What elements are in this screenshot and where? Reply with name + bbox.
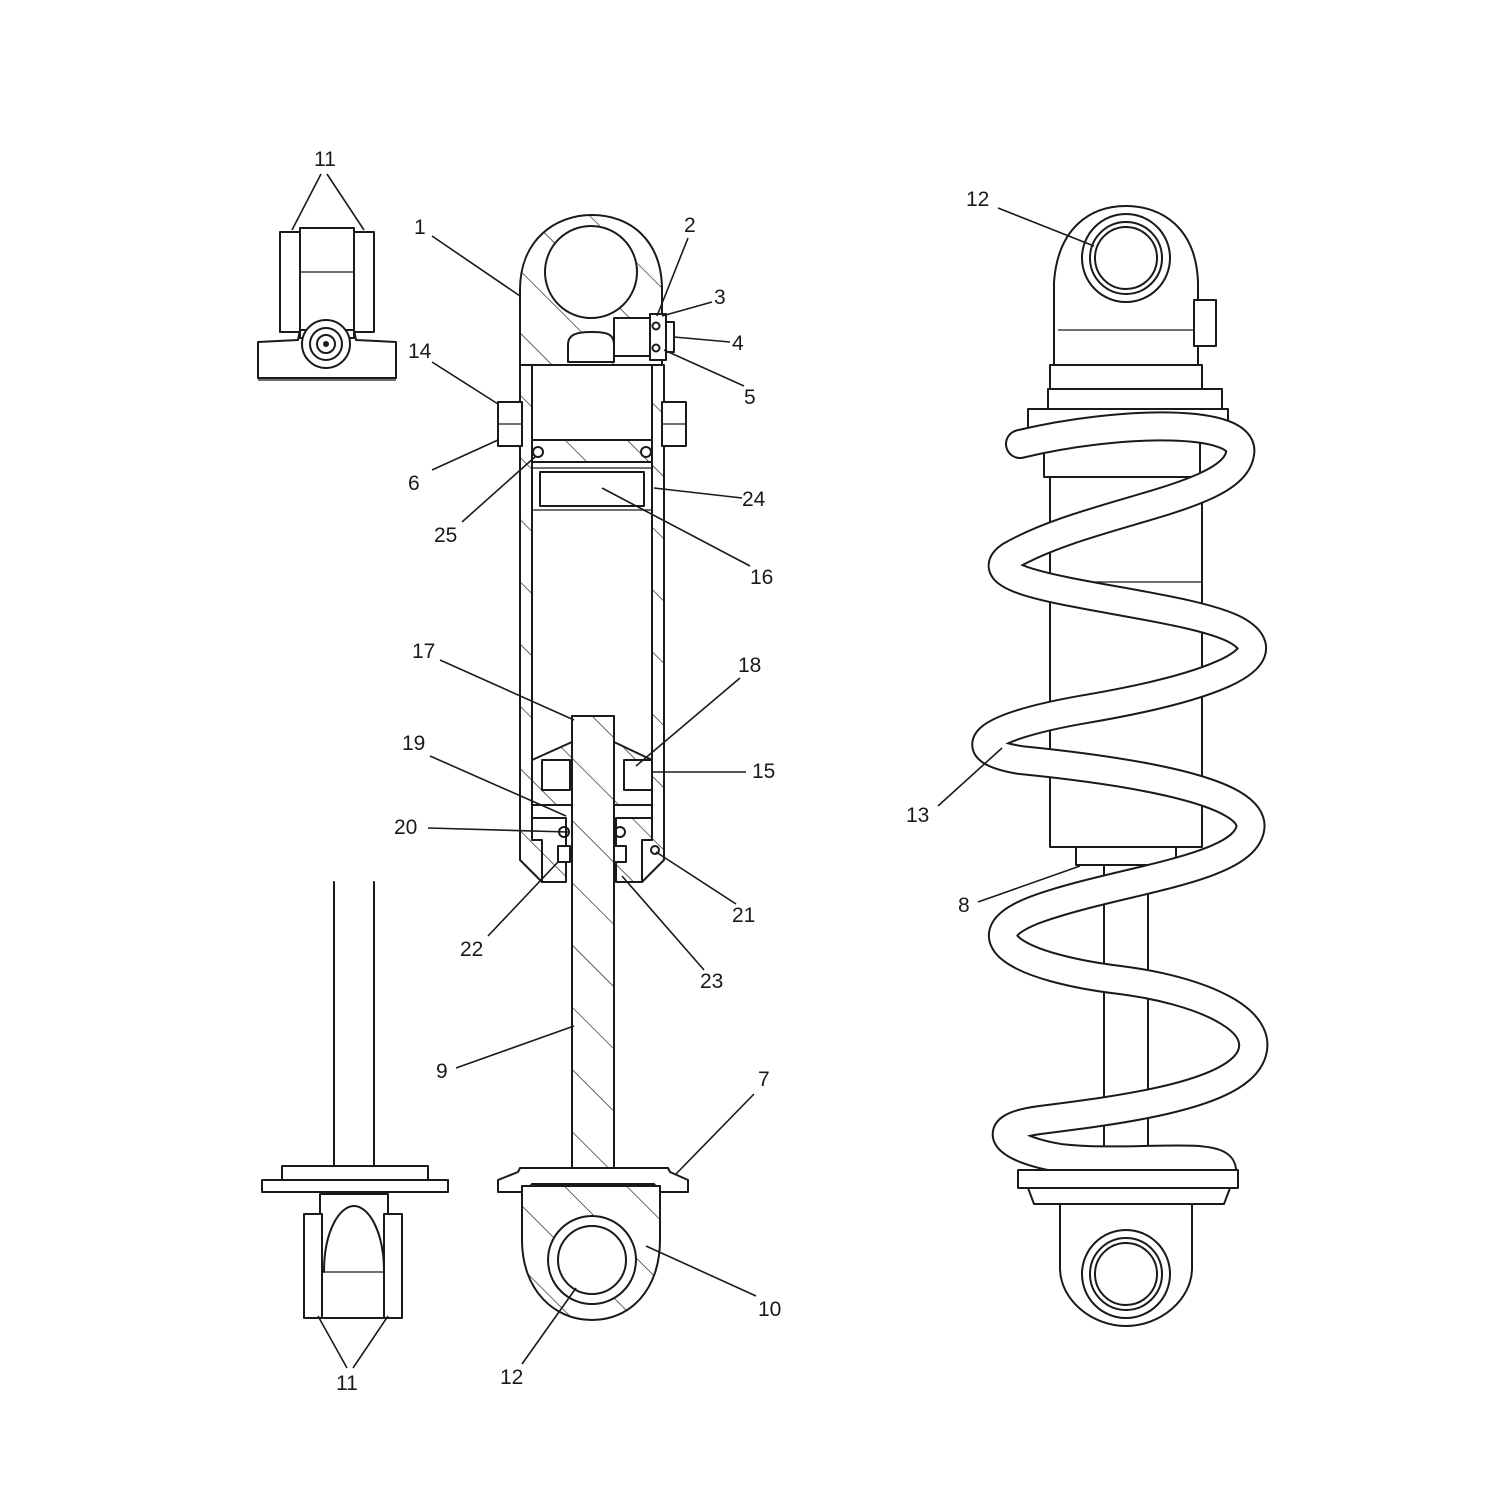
callout-11-bottom: 11 [336, 1372, 358, 1395]
callout-19: 19 [402, 732, 425, 755]
shock-external-view [971, 205, 1269, 1327]
callout-20: 20 [394, 816, 417, 839]
callout-2: 2 [684, 214, 696, 237]
callout-23: 23 [700, 970, 723, 993]
callout-5: 5 [744, 386, 756, 409]
callout-13: 13 [906, 804, 929, 827]
callout-21: 21 [732, 904, 755, 927]
callout-17: 17 [412, 640, 435, 663]
shock-section-view [497, 214, 689, 1321]
callout-3: 3 [714, 286, 726, 309]
callout-9: 9 [436, 1060, 448, 1083]
callout-12-left: 12 [500, 1366, 523, 1389]
callout-7: 7 [758, 1068, 770, 1091]
bottom-eyelet-end-view [261, 881, 449, 1319]
callout-12-right: 12 [966, 188, 989, 211]
callout-14: 14 [408, 340, 432, 363]
callout-24: 24 [742, 488, 766, 511]
callout-4: 4 [732, 332, 744, 355]
callout-25: 25 [434, 524, 457, 547]
callout-8: 8 [958, 894, 970, 917]
callout-22: 22 [460, 938, 483, 961]
callout-6: 6 [408, 472, 420, 495]
leader-lines [291, 173, 1095, 1369]
top-eyelet-end-view [257, 227, 397, 381]
callout-11-top: 11 [314, 148, 336, 171]
callout-16: 16 [750, 566, 773, 589]
callout-15: 15 [752, 760, 775, 783]
callout-labels: 11 1 2 3 4 5 14 6 24 25 16 17 18 19 15 2… [314, 148, 989, 1395]
callout-1: 1 [414, 216, 426, 239]
callout-10: 10 [758, 1298, 781, 1321]
callout-18: 18 [738, 654, 761, 677]
